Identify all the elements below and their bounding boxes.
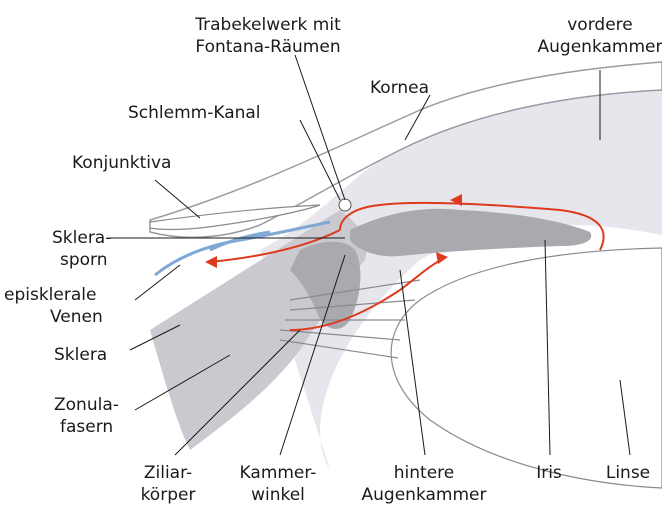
flow-arrowhead-lower xyxy=(436,252,448,264)
label-vordere-line1: vordere xyxy=(567,15,632,35)
label-episkleral-line1: episklerale xyxy=(4,285,96,305)
label-schlemm: Schlemm-Kanal xyxy=(128,103,261,123)
label-kammerwinkel-line2: winkel xyxy=(251,485,305,505)
label-sklerasporn-line2: sporn xyxy=(60,250,108,270)
label-zonula-line1: Zonula- xyxy=(54,395,119,415)
label-trabekelwerk-line1: Trabekelwerk mit xyxy=(194,15,341,35)
label-konjunktiva: Konjunktiva xyxy=(72,153,171,173)
flow-arrowhead-left xyxy=(205,256,217,268)
label-ziliar-line2: körper xyxy=(141,485,196,505)
label-sklerasporn-line1: Sklera- xyxy=(52,228,111,248)
label-hintere-line2: Augenkammer xyxy=(362,485,487,505)
label-ziliar-line1: Ziliar- xyxy=(144,463,192,483)
label-hintere-line1: hintere xyxy=(394,463,454,483)
label-kornea: Kornea xyxy=(370,78,429,98)
label-iris: Iris xyxy=(536,463,562,483)
label-vordere-line2: Augenkammer xyxy=(538,37,662,57)
lens-shape xyxy=(391,248,662,488)
label-episkleral-line2: Venen xyxy=(50,307,103,327)
label-zonula-line2: fasern xyxy=(60,417,113,437)
label-trabekelwerk-line2: Fontana-Räumen xyxy=(195,37,340,57)
schlemm-canal-dot xyxy=(339,199,351,211)
label-kammerwinkel-line1: Kammer- xyxy=(240,463,317,483)
label-sklera: Sklera xyxy=(54,345,107,365)
label-linse: Linse xyxy=(606,463,650,483)
